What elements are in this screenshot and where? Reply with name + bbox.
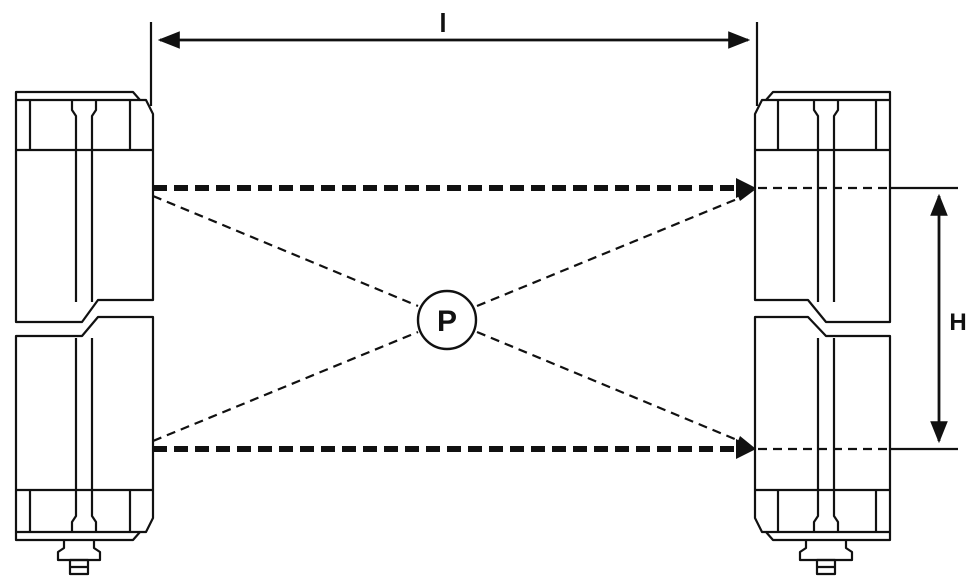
right-connector — [798, 540, 854, 562]
length-dimension — [149, 22, 759, 106]
right-device — [753, 90, 892, 576]
center-point-label: P — [437, 305, 457, 338]
left-connector — [56, 540, 102, 562]
right-lower-housing — [753, 315, 892, 542]
beams — [152, 178, 890, 459]
length-label: l — [439, 8, 446, 38]
left-upper-housing — [14, 90, 155, 324]
right-upper-housing — [753, 90, 892, 324]
diagonal-beam-down — [152, 194, 419, 308]
center-point-circle — [416, 289, 478, 351]
left-lower-housing — [14, 315, 155, 542]
diagonal-beam-up — [152, 330, 419, 443]
height-dimension — [890, 186, 958, 451]
left-device — [14, 90, 155, 576]
height-label: H — [949, 309, 966, 336]
